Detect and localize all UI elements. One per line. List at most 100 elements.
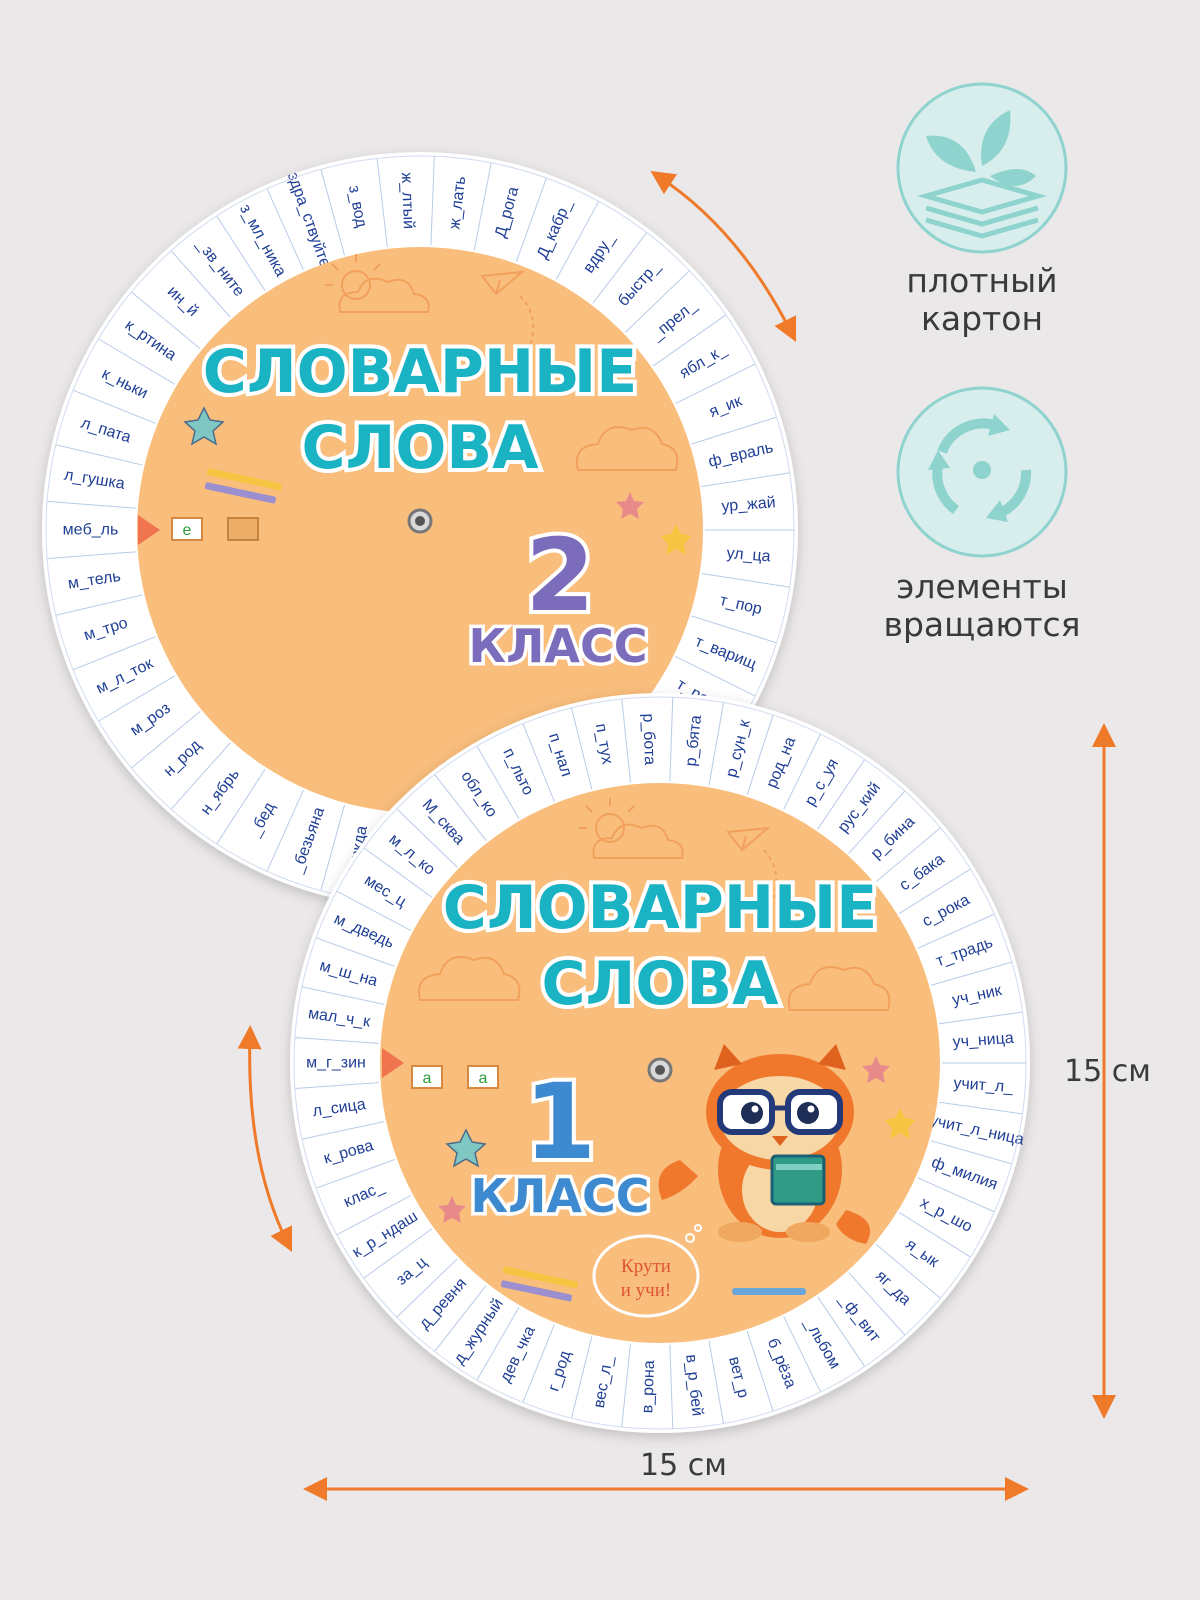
ring-divider [294,1082,379,1090]
ring-divider [691,416,777,445]
ring-word: учит_л_ [953,1075,1015,1096]
star-icon [438,1196,466,1223]
ring-divider [817,1296,866,1367]
ring-divider [315,1158,396,1189]
ring-divider [848,1272,906,1336]
ring-divider [170,250,231,318]
ring-divider [131,710,201,769]
ring-divider [72,636,156,671]
ring-divider [47,551,136,560]
owl-mascot [658,1044,871,1244]
answer-letter: а [423,1070,432,1087]
ring-divider [939,1101,1023,1115]
ring-divider [898,1212,971,1258]
ring-divider [675,363,756,404]
rotation-arrow-top [650,171,797,343]
ring-divider [98,338,176,385]
pencils-decoration [500,1266,806,1302]
ring-divider [708,702,725,786]
ring-divider [701,573,790,588]
feature-rotate-label: элементы вращаются [862,568,1102,644]
ring-divider [669,697,674,782]
height-label: 15 см [1064,1054,1151,1089]
ring-divider [396,808,458,868]
feature-rotate-line1: элементы [896,567,1068,606]
ring-divider [320,804,345,891]
ring-divider [131,291,201,350]
ring-divider [55,594,143,616]
ring-divider [939,1011,1023,1025]
ring-word: р_бята [683,714,705,767]
answer-window [411,1065,443,1089]
answer-letter: а [479,1070,488,1087]
ring-divider [746,1331,774,1412]
ring-divider [376,158,388,247]
ring-word: ул_ца [726,545,771,565]
ring-divider [691,615,777,644]
ring-divider [930,961,1012,986]
ring-divider [320,169,345,256]
answer-window [467,1065,499,1089]
ring-divider [72,389,156,424]
answer-window-empty [227,517,259,541]
ring-divider [783,1316,821,1393]
ring-divider [621,1343,632,1428]
ring-word: п_тух [592,722,616,765]
ring-divider [336,890,412,932]
feature-rotate-line2: вращаются [883,605,1081,644]
wheel-grade-2[interactable]: мeб_льл_гушкал_патак_нькик_ртинаин_й_зв_… [42,152,798,908]
ring-word: ур_жай [721,494,776,515]
ring-divider [434,774,487,842]
ring-word: мeб_ль [63,522,119,539]
ring-word: в_рона [639,1360,658,1414]
star-icon [660,524,692,555]
ring-divider [363,847,433,898]
ring-divider [170,742,231,810]
ring-divider [848,790,906,854]
ring-divider [875,1243,941,1299]
ring-word: м_г_зин [306,1055,366,1072]
pointer-marker [382,1048,404,1078]
star-icon [445,1128,487,1168]
ring-word: в_р_бей [682,1353,705,1416]
speech-bubble [592,1234,700,1318]
ring-divider [930,1140,1012,1165]
ring-divider [216,215,266,292]
ring-divider [473,162,492,251]
ring-divider [708,1340,725,1424]
star-icon [884,1108,916,1139]
ring-divider [898,868,971,914]
paper-plane-icon [480,270,535,347]
star-icon [183,406,225,446]
ring-divider [98,675,176,722]
sun-cloud-decoration [579,798,684,859]
leaves-cardboard-icon [896,82,1068,254]
ring-divider [592,232,648,304]
ring-divider [294,1036,379,1044]
grade-1-number: 1 [524,1061,596,1183]
ring-divider [522,1324,555,1403]
bubble-text-line2: и учи! [621,1280,671,1301]
ring-word: ж_лтый [398,172,417,229]
rotation-arrow-left [237,1025,293,1253]
ring-divider [555,201,600,280]
pencils-decoration [204,468,282,504]
wheel-grade-1[interactable]: м_г_зинмал_ч_км_ш_нам_дведьмес_цм_л_коМ_… [290,693,1030,1433]
ring-divider [621,698,632,783]
rotate-arrows-icon [896,386,1068,558]
ring-divider [522,723,555,802]
ring-divider [396,1258,458,1318]
star-icon [616,492,644,519]
ring-divider [515,177,547,262]
grade-2-word: КЛАСС [469,619,648,673]
ring-divider [55,444,143,466]
ring-divider [917,913,995,949]
ring-divider [301,986,385,1005]
cloud-decoration [418,956,891,1011]
ring-word: р_бота [639,713,658,765]
ring-word: уч_ница [952,1030,1014,1051]
ring-edge [293,696,1027,1430]
wheel-grade-1-title-line2: СЛОВА [541,949,779,1019]
ring-divider [917,1177,995,1213]
